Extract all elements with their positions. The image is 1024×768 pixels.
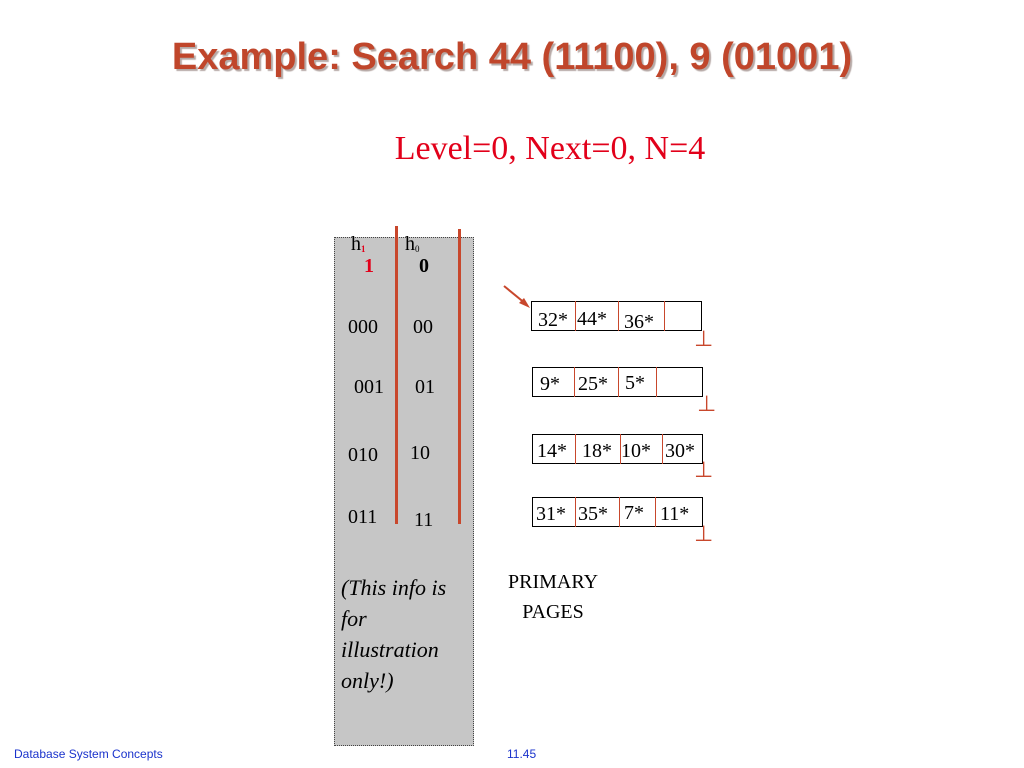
page-slot-divider	[618, 301, 619, 331]
h0-label-00: 00	[413, 316, 433, 338]
page-entry: 36*	[624, 311, 654, 333]
page-entry: 11*	[660, 503, 690, 525]
null-overflow-pointer-icon: ⊥	[694, 522, 714, 547]
page-entry: 35*	[578, 503, 608, 525]
h0-label-10: 10	[410, 442, 430, 464]
primary-page-bucket-2	[532, 434, 703, 464]
h1-level-digit: 1	[364, 255, 374, 277]
page-slot-divider	[575, 301, 576, 331]
slide-subtitle: Level=0, Next=0, N=4	[394, 130, 706, 167]
page-entry: 14*	[537, 440, 567, 462]
h1-label-010: 010	[348, 444, 378, 466]
page-slot-divider	[618, 367, 619, 397]
directory-panel	[334, 237, 474, 746]
page-entry: 10*	[621, 440, 651, 462]
h0-label-11: 11	[414, 509, 434, 531]
h1-header: h1	[351, 233, 366, 255]
footer-course-name: Database System Concepts	[14, 747, 163, 761]
h0-label-01: 01	[415, 376, 435, 398]
page-entry: 5*	[625, 372, 645, 394]
null-overflow-pointer-icon: ⊥	[694, 458, 714, 483]
slide-title: Example: Search 44 (11100), 9 (01001)	[171, 36, 853, 78]
h0-header: h0	[405, 233, 420, 255]
page-slot-divider	[662, 434, 663, 464]
primary-page-bucket-1	[532, 367, 703, 397]
page-slot-divider	[619, 497, 620, 527]
page-slot-divider	[656, 367, 657, 397]
page-slot-divider	[620, 434, 621, 464]
illustration-note: (This info is for illustration only!)	[341, 575, 447, 693]
page-slot-divider	[664, 301, 665, 331]
footer-slide-number: 11.45	[507, 747, 537, 761]
h1-label-000: 000	[348, 316, 378, 338]
page-entry: 30*	[665, 440, 695, 462]
page-entry: 32*	[538, 309, 568, 331]
primary-pages-label: PRIMARY PAGES	[507, 571, 599, 623]
page-slot-divider	[655, 497, 656, 527]
page-slot-divider	[575, 497, 576, 527]
page-slot-divider	[574, 367, 575, 397]
page-entry: 7*	[624, 502, 644, 524]
page-entry: 25*	[578, 373, 608, 395]
next-pointer-arrow	[503, 285, 530, 308]
h1-label-011: 011	[348, 506, 378, 528]
null-overflow-pointer-icon: ⊥	[697, 392, 717, 417]
h1-divider-line	[395, 226, 398, 524]
h0-level-digit: 0	[419, 255, 429, 277]
page-entry: 18*	[582, 440, 612, 462]
page-entry: 9*	[540, 373, 560, 395]
null-overflow-pointer-icon: ⊥	[694, 327, 714, 352]
primary-page-bucket-0	[531, 301, 702, 331]
primary-page-bucket-3	[532, 497, 703, 527]
page-entry: 31*	[536, 503, 566, 525]
page-slot-divider	[575, 434, 576, 464]
h1-label-001: 001	[354, 376, 384, 398]
h0-divider-line	[458, 229, 461, 524]
page-entry: 44*	[577, 308, 607, 330]
